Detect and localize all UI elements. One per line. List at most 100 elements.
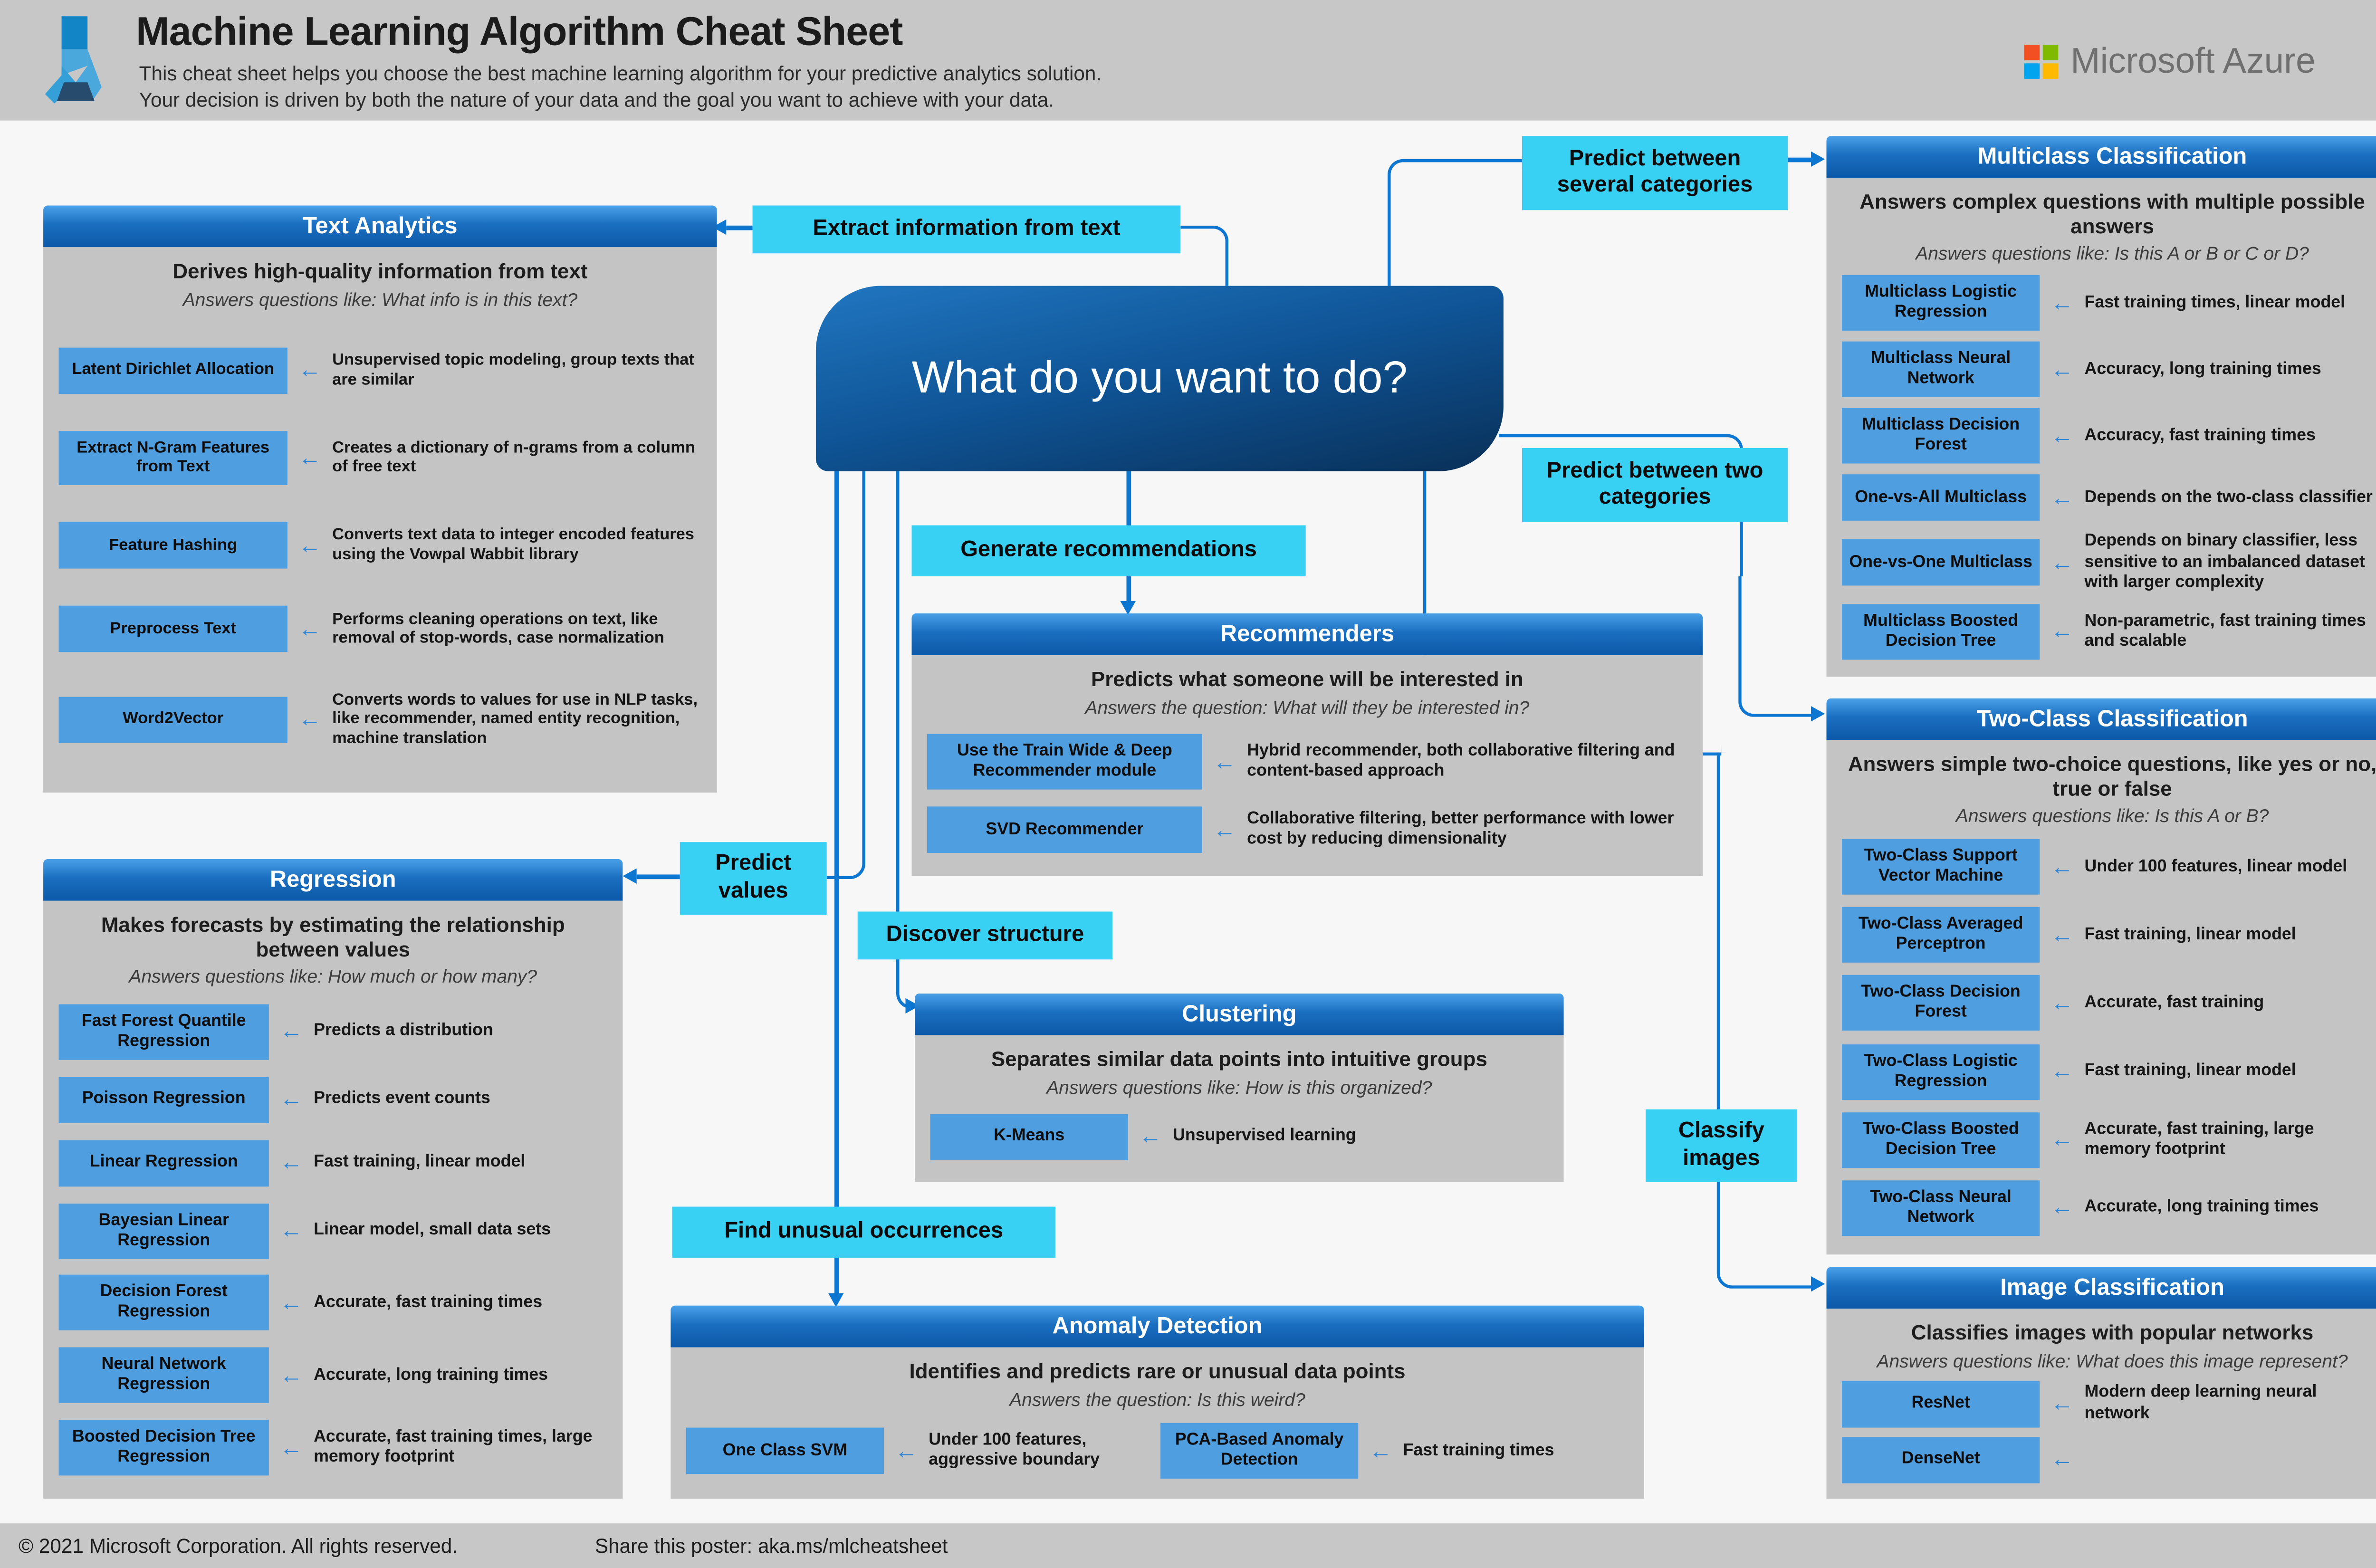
algorithm-box: Two-Class Boosted Decision Tree	[1842, 1112, 2040, 1168]
algorithm-row: One-vs-One Multiclass←Depends on binary …	[1842, 532, 2376, 593]
algorithm-row: Multiclass Decision Forest←Accuracy, fas…	[1842, 408, 2376, 464]
connector-elbow	[1716, 752, 1813, 1289]
footer-band	[0, 1523, 2376, 1568]
left-arrow-icon: ←	[2050, 1195, 2074, 1221]
panel-clustering: Clustering Separates similar data points…	[915, 993, 1564, 1182]
algorithm-row: SVD Recommender←Collaborative filtering,…	[927, 806, 1687, 853]
algorithm-desc: Collaborative filtering, better performa…	[1247, 809, 1674, 849]
algorithm-desc: Converts words to values for use in NLP …	[332, 690, 698, 748]
left-arrow-icon: ←	[1369, 1438, 1392, 1464]
algorithm-row: Linear Regression←Fast training, linear …	[58, 1139, 607, 1186]
algorithm-desc: Modern deep learning neural network	[2084, 1383, 2317, 1423]
algorithm-box: One-vs-All Multiclass	[1842, 474, 2040, 521]
panel-header: Text Analytics	[43, 205, 717, 248]
label-generate-recommendations: Generate recommendations	[911, 525, 1306, 576]
algorithm-row: One Class SVM←Under 100 features, aggres…	[686, 1428, 1154, 1474]
algorithm-box: Latent Dirichlet Allocation	[58, 347, 287, 394]
algorithm-desc: Accuracy, long training times	[2084, 359, 2321, 378]
panel-regression: Regression Makes forecasts by estimating…	[43, 859, 623, 1499]
algorithm-row: Bayesian Linear Regression ← Linear model,…	[58, 1203, 607, 1259]
panel-recommenders: Recommenders Predicts what someone will …	[911, 613, 1703, 876]
left-arrow-icon: ←	[298, 706, 322, 733]
page-subtitle-line1: This cheat sheet helps you choose the be…	[139, 62, 1102, 85]
share-poster-text: Share this poster: aka.ms/mlcheatsheet	[594, 1534, 948, 1558]
algorithm-box: Two-Class Decision Forest	[1842, 975, 2040, 1032]
connector-line	[1126, 471, 1131, 527]
algorithm-box: Use the Train Wide & Deep Recommender mo…	[927, 734, 1202, 790]
connector-elbow	[1388, 159, 1522, 286]
algorithm-row: One-vs-All Multiclass←Depends on the two…	[1842, 474, 2376, 521]
panel-question: Answers questions like: Is this A or B?	[1955, 805, 2269, 827]
algorithm-box: Decision Forest Regression	[58, 1275, 269, 1331]
left-arrow-icon: ←	[298, 532, 322, 559]
algorithm-row: Decision Forest Regression←Accurate, fas…	[58, 1275, 607, 1331]
label-predict-between-two-categories: Predict between two categories	[1522, 448, 1788, 523]
algorithm-box: Two-Class Neural Network	[1842, 1180, 2040, 1236]
panel-question: Answers the question: Is this weird?	[1009, 1388, 1305, 1410]
algorithm-box: Poisson Regression	[58, 1076, 269, 1123]
algorithm-desc: Under 100 features, linear model	[2084, 857, 2347, 876]
algorithm-box: One-vs-One Multiclass	[1842, 539, 2040, 586]
algorithm-row: Two-Class Support Vector Machine←Under 1…	[1842, 839, 2376, 895]
panel-header: Recommenders	[911, 613, 1703, 655]
algorithm-desc: Fast training times	[1403, 1441, 1554, 1460]
left-arrow-icon: ←	[279, 1434, 303, 1461]
panel-two-class-classification: Two-Class Classification Answers simple …	[1826, 698, 2376, 1255]
left-arrow-icon: ←	[2050, 1058, 2074, 1085]
connector-line	[1126, 576, 1131, 603]
algorithm-box: One Class SVM	[686, 1428, 884, 1474]
algorithm-box: SVD Recommender	[927, 806, 1202, 853]
algorithm-desc: Unsupervised learning	[1173, 1126, 1356, 1146]
algorithm-desc: Predicts event counts	[314, 1090, 490, 1109]
left-arrow-icon: ←	[894, 1438, 918, 1464]
algorithm-box: Word2Vector	[58, 696, 287, 743]
algorithm-desc: Non-parametric, fast training times and …	[2084, 611, 2366, 650]
algorithm-row: Feature Hashing←Converts text data to in…	[58, 522, 702, 569]
algorithm-row: Multiclass Logistic Regression←Fast trai…	[1842, 275, 2376, 331]
left-arrow-icon: ←	[1213, 749, 1236, 775]
left-arrow-icon: ←	[279, 1362, 303, 1389]
algorithm-box: DenseNet	[1842, 1436, 2040, 1483]
left-arrow-icon: ←	[2050, 422, 2074, 449]
page-subtitle-line2: Your decision is driven by both the natu…	[139, 88, 1054, 112]
algorithm-desc: Fast training, linear model	[2084, 1061, 2296, 1080]
left-arrow-icon: ←	[279, 1290, 303, 1317]
arrow-down-icon	[828, 1293, 844, 1307]
algorithm-desc: Accuracy, fast training times	[2084, 426, 2316, 445]
algorithm-box: Two-Class Support Vector Machine	[1842, 839, 2040, 895]
arrow-right-icon	[1811, 706, 1825, 722]
central-question-box: What do you want to do?	[815, 286, 1504, 471]
algorithm-desc: Linear model, small data sets	[314, 1220, 551, 1239]
connector-elbow	[826, 471, 865, 880]
left-arrow-icon: ←	[2050, 1446, 2074, 1473]
left-arrow-icon: ←	[1139, 1123, 1162, 1150]
algorithm-box: Bayesian Linear Regression	[58, 1203, 269, 1259]
page-title: Machine Learning Algorithm Cheat Sheet	[136, 8, 903, 54]
algorithm-desc: Accurate, fast training, large memory fo…	[2084, 1119, 2314, 1158]
left-arrow-icon: ←	[2050, 356, 2074, 383]
algorithm-row: Use the Train Wide & Deep Recommender mo…	[927, 734, 1687, 790]
connector-line	[726, 225, 753, 229]
arrow-left-icon	[623, 868, 637, 884]
algorithm-row: K-Means ← Unsupervised learning	[930, 1113, 1549, 1160]
panel-header: Anomaly Detection	[671, 1305, 1644, 1348]
left-arrow-icon: ←	[279, 1217, 303, 1244]
panel-anomaly-detection: Anomaly Detection Identifies and predict…	[671, 1305, 1644, 1499]
algorithm-box: Feature Hashing	[58, 522, 287, 569]
panel-question: Answers questions like: How much or how …	[129, 966, 537, 987]
left-arrow-icon: ←	[2050, 549, 2074, 576]
panel-multiclass-classification: Multiclass Classification Answers comple…	[1826, 136, 2376, 677]
copyright-text: © 2021 Microsoft Corporation. All rights…	[19, 1534, 458, 1558]
algorithm-list: Latent Dirichlet Allocation←Unsupervised…	[58, 315, 702, 782]
algorithm-box: K-Means	[930, 1113, 1128, 1160]
panel-header: Multiclass Classification	[1826, 136, 2376, 178]
label-predict-values: Predict values	[680, 842, 827, 915]
algorithm-box: Preprocess Text	[58, 606, 287, 653]
left-arrow-icon: ←	[2050, 922, 2074, 948]
left-arrow-icon: ←	[2050, 1127, 2074, 1153]
algorithm-list: Two-Class Support Vector Machine ← Under 1…	[1842, 832, 2376, 1244]
left-arrow-icon: ←	[279, 1149, 303, 1176]
left-arrow-icon: ←	[298, 616, 322, 643]
algorithm-row: Multiclass Boosted Decision Tree←Non-par…	[1842, 604, 2376, 660]
